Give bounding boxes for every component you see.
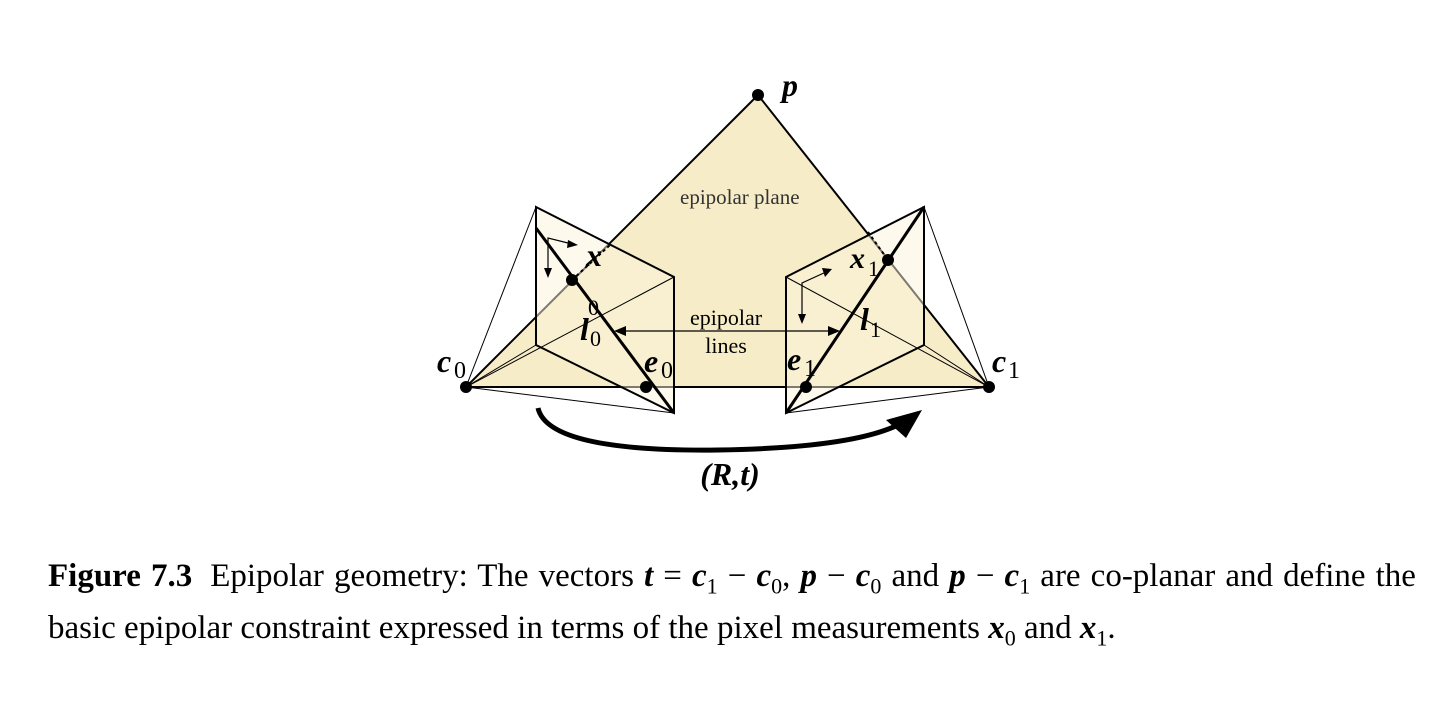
point-p [752,89,764,101]
right-axis-icon [801,271,827,318]
left-camera [465,205,676,415]
label-c0-sub: 0 [454,358,466,384]
motion-arrow [535,407,900,453]
left-frustum-3 [465,386,675,414]
left-ray-dotted [571,244,611,281]
label-e1: e [787,341,801,377]
figure-caption: Figure 7.3 Epipolar geometry: The vectors… [48,558,1416,651]
label-l0: l [580,311,589,347]
left-axis-icon [547,237,573,273]
right-epipolar-line [784,206,926,414]
caption-text-2: are co-planar and define the basic epipo… [48,558,1416,646]
arrow-left-icon [614,326,626,336]
math-p-c1: p − c1 [949,558,1031,599]
label-l1: l [860,301,869,337]
label-e1-sub: 1 [804,356,816,382]
left-frustum-2 [465,276,675,388]
math-x1: x1 [1079,610,1108,651]
right-frustum-1 [923,206,990,388]
label-e0: e [644,343,658,379]
label-c0: c [437,343,451,379]
right-axis-arrow-down-icon [798,314,806,324]
epipolar-diagram: p epipolar plane x 0 x 1 l 0 l 1 epipola… [437,67,1020,492]
left-axis-arrow-down-icon [544,268,552,278]
label-p: p [779,67,798,103]
point-c1 [983,381,995,393]
math-x0: x0 [988,610,1016,651]
label-x1-sub: 1 [868,256,879,281]
label-motion: (R,t) [700,456,760,492]
label-e0-sub: 0 [661,358,673,384]
left-frustum-4 [465,344,537,388]
right-frustum-3 [785,386,990,414]
point-c0 [460,381,472,393]
arrow-right-icon [828,326,840,336]
label-c1: c [992,343,1006,379]
point-e1 [800,381,812,393]
label-epipolar-plane: epipolar plane [680,185,800,209]
right-frustum-4 [923,344,990,388]
math-p-c0: p − c0 [800,558,882,599]
epipolar-geometry-figure: p epipolar plane x 0 x 1 l 0 l 1 epipola… [437,67,1020,492]
label-l1-sub: 1 [870,317,881,342]
label-l0-sub: 0 [590,326,601,351]
plane-edge-c0-p [465,94,759,388]
math-t: t = c1 − c0 [644,558,783,599]
label-x0: x [585,237,602,273]
right-frustum-2 [785,276,990,388]
label-c1-sub: 1 [1008,358,1020,384]
left-epipolar-line [534,227,676,414]
figure-number: Figure 7.3 [48,558,193,594]
left-frustum-1 [465,206,537,388]
label-x1: x [849,242,865,275]
point-x0 [566,274,578,286]
point-e0 [640,381,652,393]
motion-arrowhead-icon [886,410,922,438]
label-x0-sub: 0 [588,295,599,320]
left-axis-arrow-right-icon [567,240,578,248]
point-x1 [882,254,894,266]
label-epipolar-lines-1: epipolar [690,305,763,330]
caption-text-1: Epipolar geometry: The vectors [210,558,634,594]
right-axis-arrow-right-icon [822,268,832,277]
label-epipolar-lines-2: lines [705,333,747,358]
